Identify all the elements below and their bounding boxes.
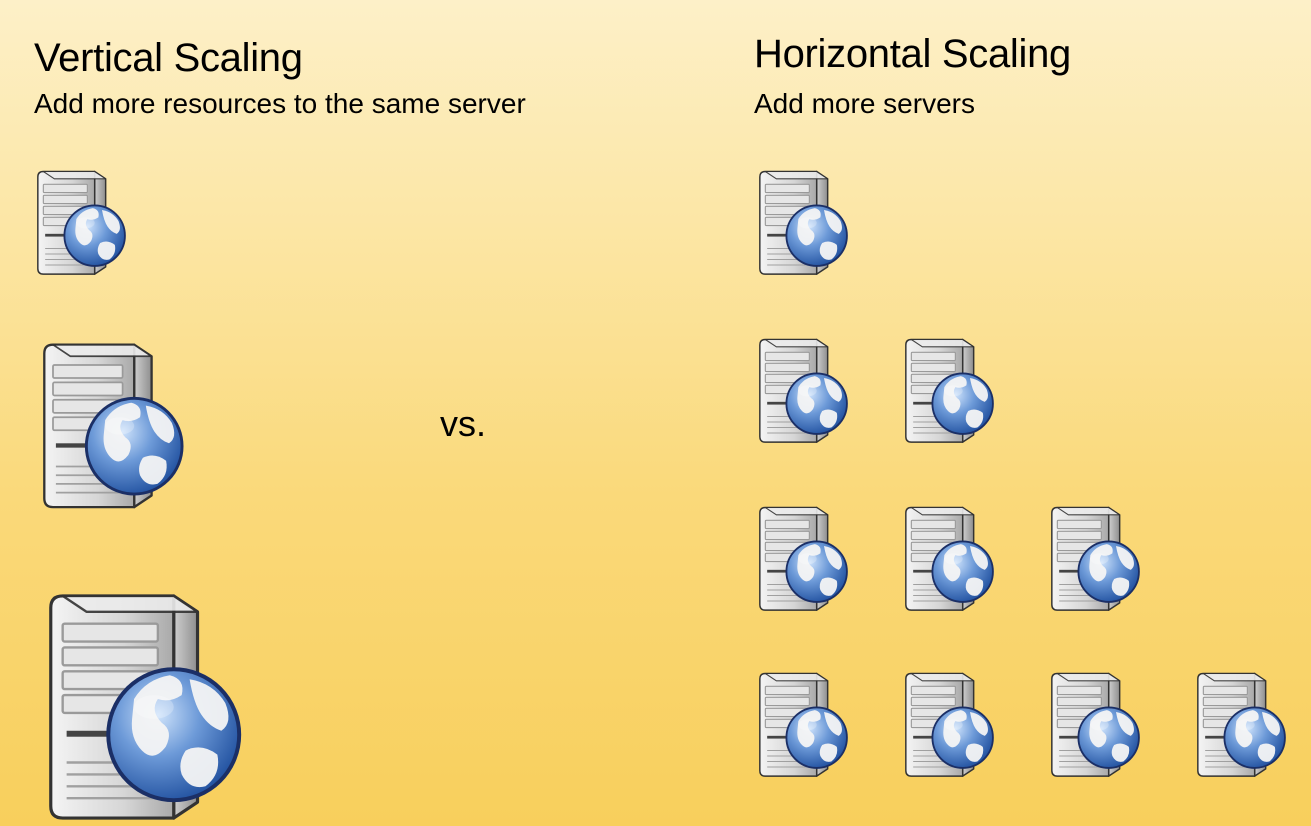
horizontal-scaling-title: Horizontal Scaling	[754, 32, 1071, 76]
vertical-scaling-subtitle: Add more resources to the same server	[34, 88, 526, 119]
web-server-icon	[902, 502, 994, 612]
web-server-icon	[756, 166, 848, 276]
web-server-icon	[902, 668, 994, 778]
web-server-icon	[902, 334, 994, 444]
web-server-icon	[38, 336, 184, 510]
web-server-icon	[42, 584, 242, 822]
web-server-icon	[1194, 668, 1286, 778]
versus-label: vs.	[440, 403, 487, 444]
web-server-icon	[756, 334, 848, 444]
web-server-icon	[756, 668, 848, 778]
web-server-icon	[756, 502, 848, 612]
web-server-icon	[1048, 502, 1140, 612]
web-server-icon	[34, 166, 126, 276]
web-server-icon	[1048, 668, 1140, 778]
vertical-scaling-title: Vertical Scaling	[34, 36, 303, 80]
horizontal-scaling-subtitle: Add more servers	[754, 88, 975, 119]
